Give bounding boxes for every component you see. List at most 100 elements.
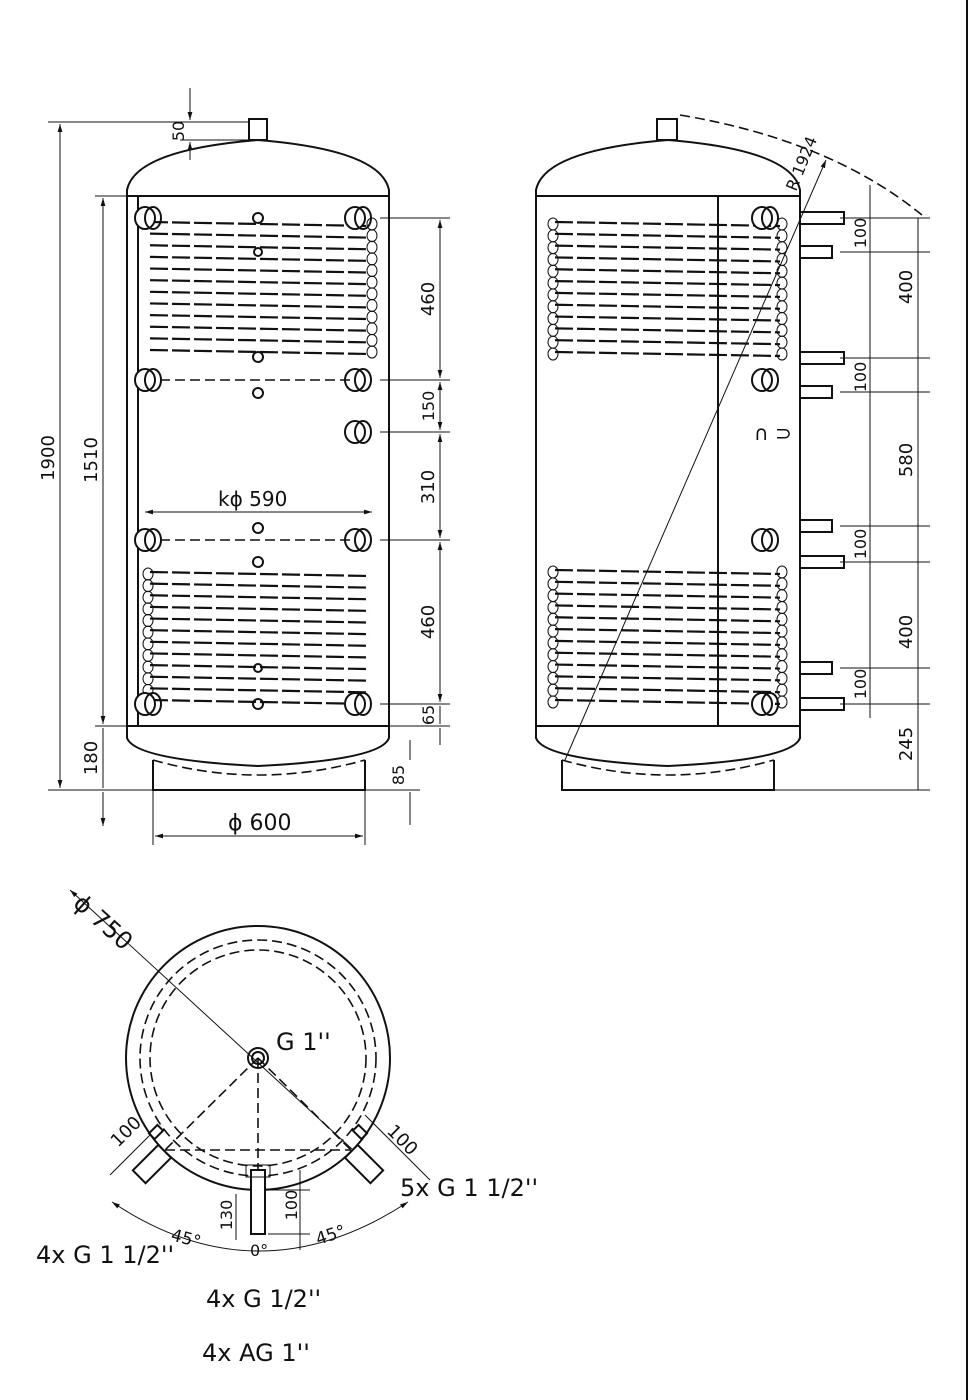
coil-loop: [366, 252, 378, 266]
coil-loop: [366, 298, 378, 312]
coil-loop: [142, 660, 154, 674]
coil-turn: [554, 327, 781, 334]
coil-turn: [554, 220, 781, 228]
coil-turn: [149, 232, 371, 239]
coil-loop: [547, 276, 559, 290]
coil-loop: [776, 312, 788, 326]
coil-loop: [547, 252, 559, 266]
front-tank-outline: [126, 138, 390, 768]
coil-turn: [149, 640, 371, 647]
dim-65: 65: [419, 705, 438, 725]
coil-turn: [149, 302, 371, 309]
dim-plan-130: 130: [217, 1200, 236, 1231]
dim-side-100-d: 100: [851, 669, 870, 700]
label-center-g1: G 1'': [276, 1028, 331, 1056]
coil-loop: [547, 288, 559, 302]
coil-loop: [547, 300, 559, 314]
coil-loop: [366, 217, 378, 231]
coil-loop: [142, 579, 154, 593]
top-connection: [248, 118, 268, 141]
coil-turn: [554, 651, 781, 658]
dim-50: 50: [169, 121, 188, 141]
coil-loop: [547, 565, 559, 579]
coil-turn: [149, 698, 371, 706]
dim-1510: 1510: [81, 437, 102, 483]
coil-turn: [554, 232, 781, 239]
coil-turn: [149, 279, 371, 286]
coil-turn: [149, 594, 371, 601]
coil-loop: [547, 589, 559, 603]
side-dims: [774, 185, 930, 791]
coil-loop: [547, 695, 559, 709]
coil-loop: [142, 602, 154, 616]
coil-loop: [142, 567, 154, 581]
coil-turn: [149, 220, 371, 228]
coil-loop: [776, 589, 788, 603]
label-4x-ag1: 4x AG 1'': [202, 1339, 310, 1367]
coil-turn: [554, 604, 781, 611]
coil-loop: [776, 276, 788, 290]
dim-phi-750: ϕ 750: [68, 889, 138, 956]
coil-loop: [547, 241, 559, 255]
side-lower-coil: [547, 565, 788, 709]
coil-loop: [142, 672, 154, 686]
coil-loop: [776, 624, 788, 638]
connector: [144, 206, 162, 230]
coil-loop: [547, 671, 559, 685]
coil-loop: [547, 229, 559, 243]
front-base: [152, 760, 366, 791]
side-nozzles: [799, 211, 845, 711]
coil-turn: [554, 698, 781, 706]
coil-loop: [776, 241, 788, 255]
connector: [761, 692, 779, 716]
dim-side-245: 245: [896, 727, 917, 761]
connector: [354, 206, 372, 230]
coil-loop: [547, 660, 559, 674]
dim-plan-100-right: 100: [382, 1121, 421, 1160]
dim-1900: 1900: [38, 435, 59, 481]
coil-loop: [547, 612, 559, 626]
dim-side-580: 580: [896, 443, 917, 477]
coil-loop: [547, 323, 559, 337]
coil-turn: [149, 617, 371, 624]
coil-loop: [366, 275, 378, 289]
coil-loop: [366, 310, 378, 324]
coil-turn: [554, 627, 781, 635]
angle-right: 45°: [313, 1221, 348, 1249]
coil-loop: [366, 345, 378, 359]
coil-loop: [547, 347, 559, 361]
dim-85: 85: [389, 765, 408, 785]
coil-loop: [776, 264, 788, 278]
coil-turn: [554, 687, 781, 694]
side-connectors: [751, 206, 779, 716]
coil-loop: [547, 683, 559, 697]
coil-turn: [554, 616, 781, 623]
coil-turn: [554, 244, 781, 251]
coil-turn: [554, 303, 781, 310]
dim-side-100-c: 100: [851, 529, 870, 560]
coil-loop: [547, 312, 559, 326]
coil-turn: [149, 663, 371, 671]
lower-coil: [142, 567, 371, 709]
coil-turn: [554, 592, 781, 599]
dim-side-100-a: 100: [851, 218, 870, 249]
coil-loop: [142, 637, 154, 651]
label-4x-g12: 4x G 1/2'': [206, 1285, 321, 1313]
coil-loop: [366, 287, 378, 301]
connector: [761, 528, 779, 552]
connector: [761, 368, 779, 392]
coil-turn: [149, 652, 371, 659]
connector: [354, 420, 372, 444]
coil-turn: [554, 675, 781, 682]
coil-turn: [554, 291, 781, 299]
coil-loop: [366, 229, 378, 243]
dim-460-lower: 460: [418, 605, 439, 639]
coil-turn: [149, 629, 371, 636]
coil-loop: [776, 636, 788, 650]
coil-turn: [149, 244, 371, 251]
side-nozzle: [799, 697, 845, 711]
coil-turn: [554, 663, 781, 670]
coil-loop: [366, 333, 378, 347]
coil-turn: [554, 580, 781, 587]
